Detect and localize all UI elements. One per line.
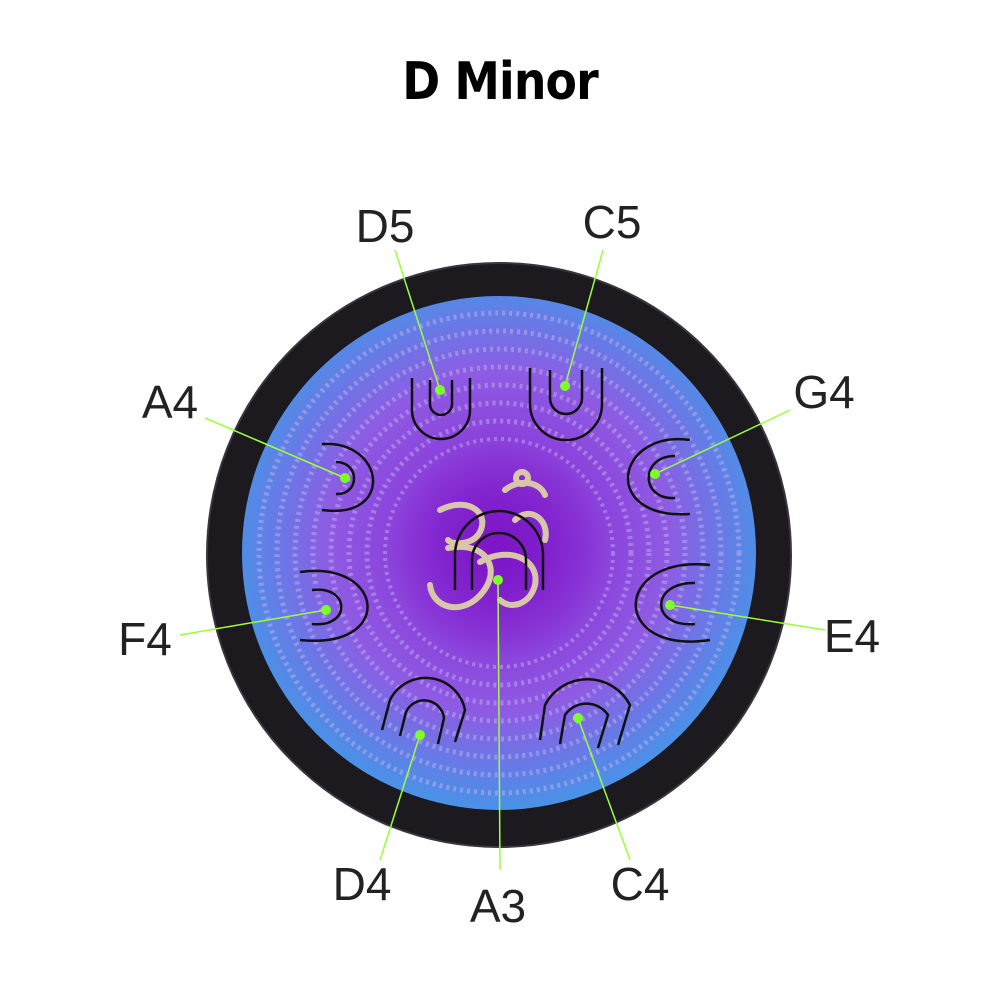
dot-g4 (650, 469, 660, 479)
dot-d4 (415, 730, 425, 740)
tongue-d4 (380, 676, 467, 743)
note-dots (321, 381, 675, 740)
tongue-d5 (410, 378, 472, 441)
tongue-c4 (538, 678, 632, 746)
note-label-d5: D5 (356, 200, 415, 252)
dot-f4 (321, 605, 331, 615)
dot-a3 (493, 575, 503, 585)
dot-c4 (573, 713, 583, 723)
dot-d5 (435, 385, 445, 395)
dot-a4 (340, 473, 350, 483)
note-label-c5: C5 (583, 196, 642, 248)
tongue-c5 (528, 368, 604, 442)
note-label-a4: A4 (142, 376, 198, 428)
dot-c5 (560, 381, 570, 391)
pointer-lines (179, 249, 826, 871)
tongue-g4 (626, 437, 691, 516)
tongue-a4 (321, 442, 375, 513)
diagram-title: D Minor (402, 52, 598, 112)
tongue-e4 (634, 563, 711, 643)
note-label-d4: D4 (333, 858, 392, 910)
note-label-f4: F4 (118, 613, 172, 665)
note-label-c4: C4 (611, 858, 670, 910)
drum-rim-edge (206, 262, 792, 848)
note-label-a3: A3 (470, 880, 526, 932)
engraved-rings (256, 310, 742, 796)
tongue-f4 (299, 569, 369, 643)
note-label-e4: E4 (824, 610, 880, 662)
tongue-a3 (453, 509, 545, 590)
tongue-cuts (299, 368, 711, 749)
dot-e4 (665, 600, 675, 610)
note-label-g4: G4 (793, 366, 854, 418)
